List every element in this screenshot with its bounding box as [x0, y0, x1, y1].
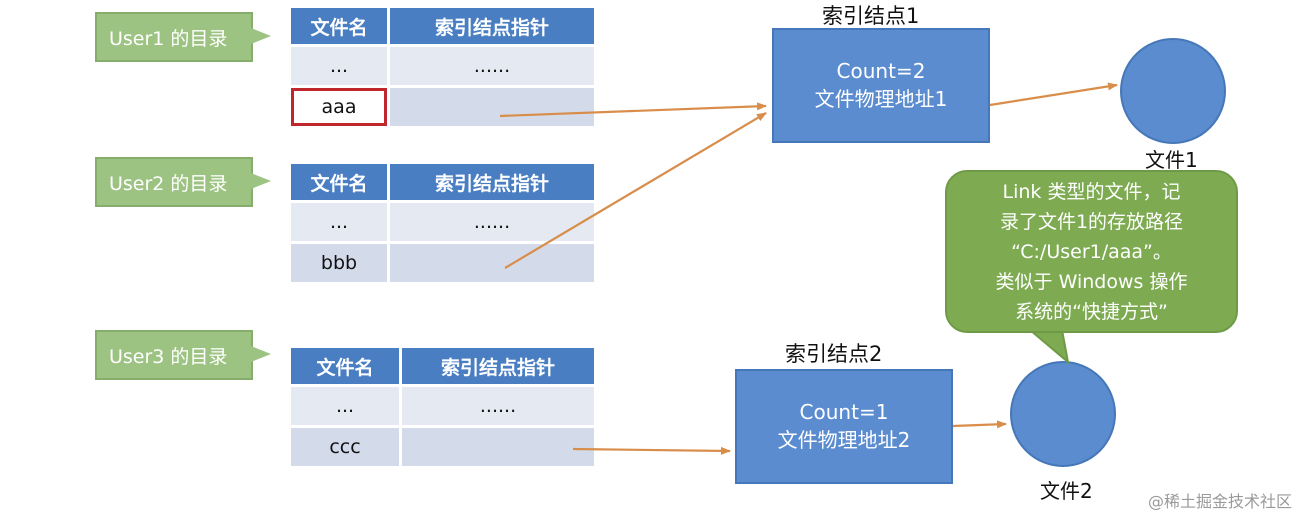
- user2-directory-callout: User2 的目录: [95, 157, 271, 207]
- file1-label: 文件1: [1145, 148, 1198, 172]
- header-filename: 文件名: [291, 348, 399, 384]
- arrow-inode2-to-file2: [952, 420, 1007, 429]
- header-filename: 文件名: [291, 8, 387, 44]
- file1-circle: [1120, 38, 1226, 144]
- inode2-title: 索引结点2: [785, 342, 883, 366]
- inode2-address: 文件物理地址2: [777, 428, 911, 452]
- user3-directory-table: 文件名 索引结点指针 ... ...... ccc: [288, 345, 597, 469]
- cell-pointer: [402, 428, 594, 466]
- cell-pointer: ......: [390, 47, 594, 85]
- link-note-line: “C:/User1/aaa”。: [1011, 241, 1172, 263]
- link-note-line: 类似于 Windows 操作: [995, 271, 1188, 293]
- user2-directory-table: 文件名 索引结点指针 ... ...... bbb: [288, 161, 597, 285]
- cell-pointer: [390, 244, 594, 282]
- header-inode-pointer: 索引结点指针: [390, 164, 594, 200]
- watermark: @稀土掘金技术社区: [1147, 492, 1292, 511]
- file2-circle: [1010, 361, 1116, 467]
- inode2-box: Count=1 文件物理地址2: [735, 369, 953, 484]
- header-filename: 文件名: [291, 164, 387, 200]
- file2-label: 文件2: [1040, 479, 1093, 503]
- inode1-box: Count=2 文件物理地址1: [772, 28, 990, 143]
- link-note-line: 录了文件1的存放路径: [999, 211, 1184, 233]
- inode1-count: Count=2: [836, 59, 926, 83]
- cell-filename-ccc: ccc: [291, 428, 399, 466]
- link-note-line: 系统的“快捷方式”: [1015, 301, 1168, 323]
- arrow-inode1-to-file1: [989, 82, 1118, 107]
- inode1-address: 文件物理地址1: [814, 87, 948, 111]
- cell-filename: ...: [291, 387, 399, 425]
- cell-filename-bbb: bbb: [291, 244, 387, 282]
- cell-filename: ...: [291, 47, 387, 85]
- header-inode-pointer: 索引结点指针: [390, 8, 594, 44]
- link-note-line: Link 类型的文件，记: [1002, 181, 1181, 203]
- user1-directory-callout: User1 的目录: [95, 12, 271, 62]
- inode1-title: 索引结点1: [822, 4, 920, 28]
- arrow-ccc-to-inode2: [572, 446, 731, 455]
- link-note-bubble: Link 类型的文件，记 录了文件1的存放路径 “C:/User1/aaa”。 …: [945, 170, 1238, 333]
- header-inode-pointer: 索引结点指针: [402, 348, 594, 384]
- arrow-aaa-to-inode1: [499, 102, 767, 118]
- user1-directory-table: 文件名 索引结点指针 ... ...... aaa: [288, 5, 597, 129]
- cell-filename: ...: [291, 203, 387, 241]
- link-bubble-tail: [1027, 329, 1070, 365]
- cell-pointer: ......: [402, 387, 594, 425]
- cell-filename-aaa: aaa: [291, 88, 387, 126]
- cell-pointer: [390, 88, 594, 126]
- user3-directory-callout: User3 的目录: [95, 330, 271, 380]
- arrow-bbb-to-inode1: [504, 112, 767, 269]
- inode2-count: Count=1: [799, 400, 889, 424]
